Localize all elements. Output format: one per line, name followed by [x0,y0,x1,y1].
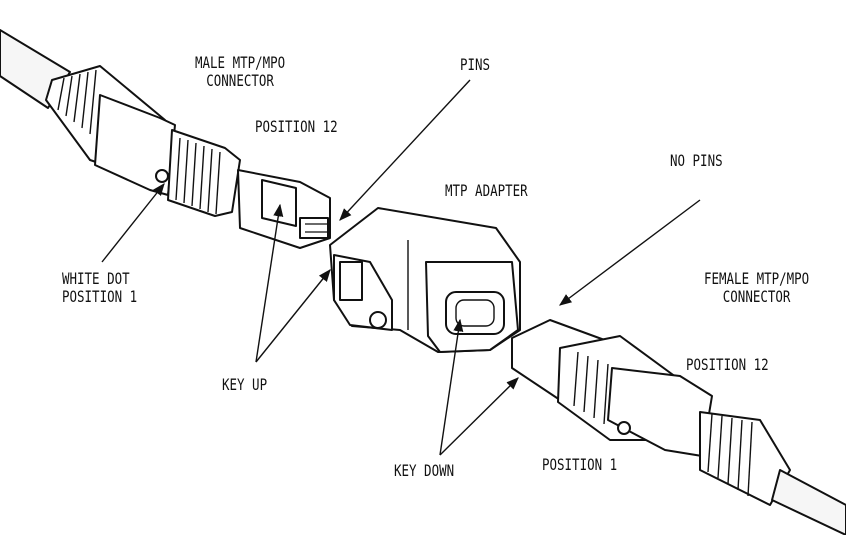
female-position-1-label: POSITION 1 [542,455,618,474]
no-pins-label: NO PINS [670,151,723,170]
key-down-leader-1 [439,318,464,456]
female-cable [771,469,846,535]
male-housing [167,129,241,217]
female-connector-label: FEMALE MTP/MPO CONNECTOR [704,270,809,306]
key-up-leader-2 [255,269,331,363]
male-guide-pins [299,217,329,239]
female-connector-label-line2: CONNECTOR [722,287,791,306]
white-dot-label-line2: POSITION 1 [62,287,138,306]
adapter-left-port [339,261,363,301]
mtp-adapter-label: MTP ADAPTER [445,181,528,200]
female-connector-label-line1: FEMALE MTP/MPO [704,269,810,288]
pins-label: PINS [460,55,491,74]
male-connector-label-line1: MALE MTP/MPO [195,53,286,72]
female-connector [511,319,846,535]
female-boot-ribs [707,413,753,497]
no-pins-leader [558,199,701,306]
female-position-12-label: POSITION 12 [686,355,769,374]
male-connector-label-line2: CONNECTOR [206,71,274,90]
male-connector [0,29,331,249]
pins-leader [339,79,471,221]
key-down-label: KEY DOWN [394,461,455,480]
white-dot-label: WHITE DOT POSITION 1 [62,270,137,306]
male-position-12-label: POSITION 12 [255,117,338,136]
male-housing-ribs [175,137,221,215]
white-dot-label-line1: WHITE DOT [62,269,130,288]
mtp-adapter [329,207,521,353]
male-boot-ribs [57,69,97,135]
female-body [607,367,713,457]
female-white-dot [617,421,631,435]
male-key [261,179,297,227]
key-up-label: KEY UP [222,375,268,394]
female-housing-ribs [573,351,609,425]
adapter-left-hole [369,311,387,329]
white-dot-leader [101,183,165,263]
leader-lines [101,79,701,456]
key-down-leader-2 [439,377,519,456]
male-connector-label: MALE MTP/MPO CONNECTOR [195,54,285,90]
male-white-dot [155,169,169,183]
key-up-leader-1 [255,203,284,363]
